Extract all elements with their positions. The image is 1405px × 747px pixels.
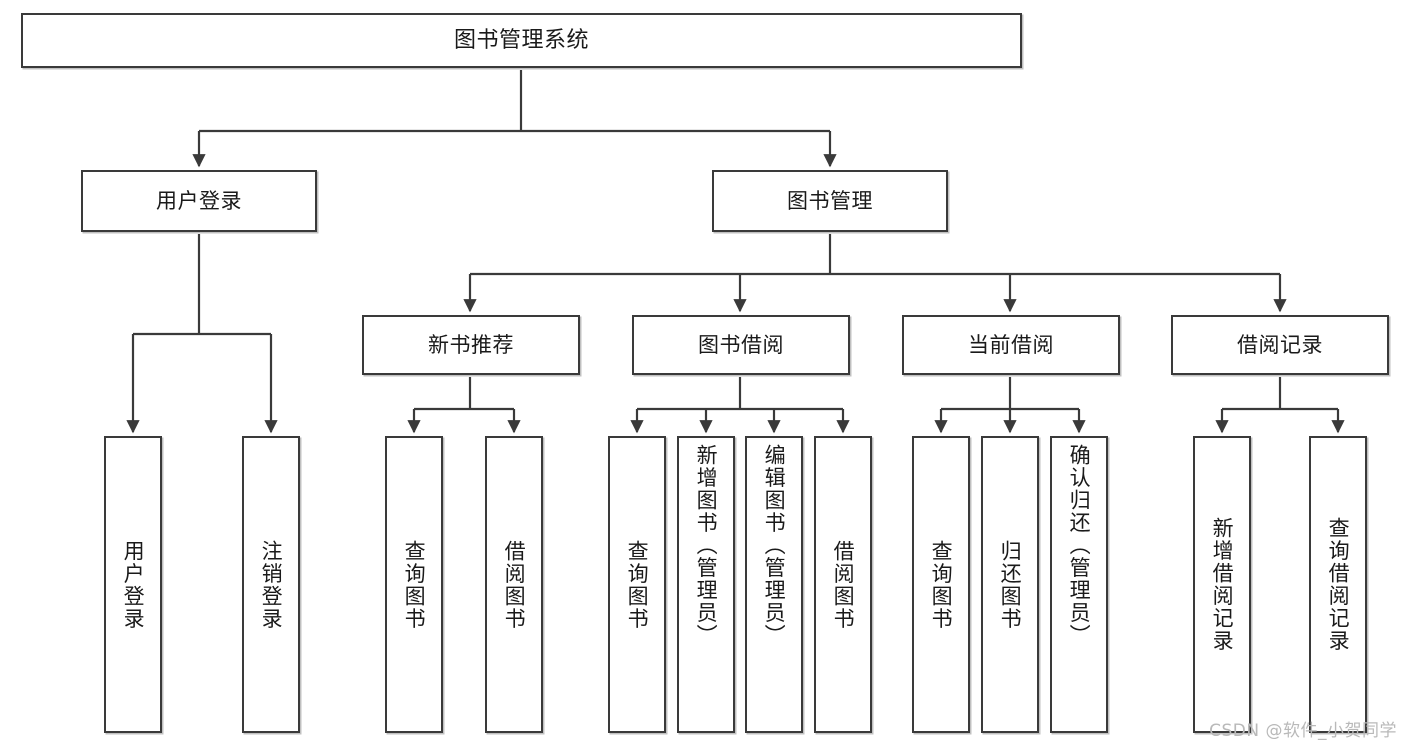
leaf-bookborrow-borrow-book-label: 借阅图书 — [831, 539, 856, 630]
node-user-login[interactable]: 用户登录 — [81, 170, 317, 232]
leaf-logout-label: 注销登录 — [259, 539, 284, 630]
leaf-newbook-borrow-book-label: 借阅图书 — [502, 539, 527, 630]
leaf-newbook-borrow-book[interactable]: 借阅图书 — [485, 436, 543, 733]
leaf-bookborrow-edit-book[interactable]: 编辑图书（管理员） — [745, 436, 803, 733]
node-new-book-recommend[interactable]: 新书推荐 — [362, 315, 580, 375]
leaf-borrowrecord-add-record-label: 新增借阅记录 — [1210, 517, 1235, 652]
watermark: CSDN @软件_小贺同学 — [1209, 721, 1397, 741]
node-current-borrow[interactable]: 当前借阅 — [902, 315, 1120, 375]
leaf-currentborrow-confirm-return[interactable]: 确认归还（管理员） — [1050, 436, 1108, 733]
node-new-book-recommend-label: 新书推荐 — [428, 332, 514, 357]
node-borrow-record-label: 借阅记录 — [1237, 332, 1323, 357]
leaf-bookborrow-add-book-label: 新增图书（管理员） — [694, 444, 719, 647]
leaf-currentborrow-query-book[interactable]: 查询图书 — [912, 436, 970, 733]
leaf-bookborrow-borrow-book[interactable]: 借阅图书 — [814, 436, 872, 733]
leaf-currentborrow-return-book-label: 归还图书 — [998, 539, 1023, 630]
leaf-borrowrecord-add-record[interactable]: 新增借阅记录 — [1193, 436, 1251, 733]
leaf-borrowrecord-query-record[interactable]: 查询借阅记录 — [1309, 436, 1367, 733]
leaf-newbook-query-book[interactable]: 查询图书 — [385, 436, 443, 733]
leaf-currentborrow-query-book-label: 查询图书 — [929, 539, 954, 630]
leaf-borrowrecord-query-record-label: 查询借阅记录 — [1326, 517, 1351, 652]
node-root-label: 图书管理系统 — [453, 27, 589, 53]
node-book-borrow-label: 图书借阅 — [698, 332, 784, 357]
node-book-management[interactable]: 图书管理 — [712, 170, 948, 232]
leaf-bookborrow-edit-book-label: 编辑图书（管理员） — [762, 444, 787, 647]
node-borrow-record[interactable]: 借阅记录 — [1171, 315, 1389, 375]
leaf-currentborrow-confirm-return-label: 确认归还（管理员） — [1067, 444, 1092, 647]
leaf-user-login-label: 用户登录 — [121, 539, 146, 630]
leaf-bookborrow-add-book[interactable]: 新增图书（管理员） — [677, 436, 735, 733]
leaf-logout[interactable]: 注销登录 — [242, 436, 300, 733]
leaf-bookborrow-query-book-label: 查询图书 — [625, 539, 650, 630]
node-book-management-label: 图书管理 — [787, 188, 873, 213]
node-user-login-label: 用户登录 — [156, 188, 242, 213]
node-root[interactable]: 图书管理系统 — [21, 13, 1022, 68]
leaf-bookborrow-query-book[interactable]: 查询图书 — [608, 436, 666, 733]
node-current-borrow-label: 当前借阅 — [968, 332, 1054, 357]
node-book-borrow[interactable]: 图书借阅 — [632, 315, 850, 375]
leaf-newbook-query-book-label: 查询图书 — [402, 539, 427, 630]
leaf-currentborrow-return-book[interactable]: 归还图书 — [981, 436, 1039, 733]
leaf-user-login[interactable]: 用户登录 — [104, 436, 162, 733]
